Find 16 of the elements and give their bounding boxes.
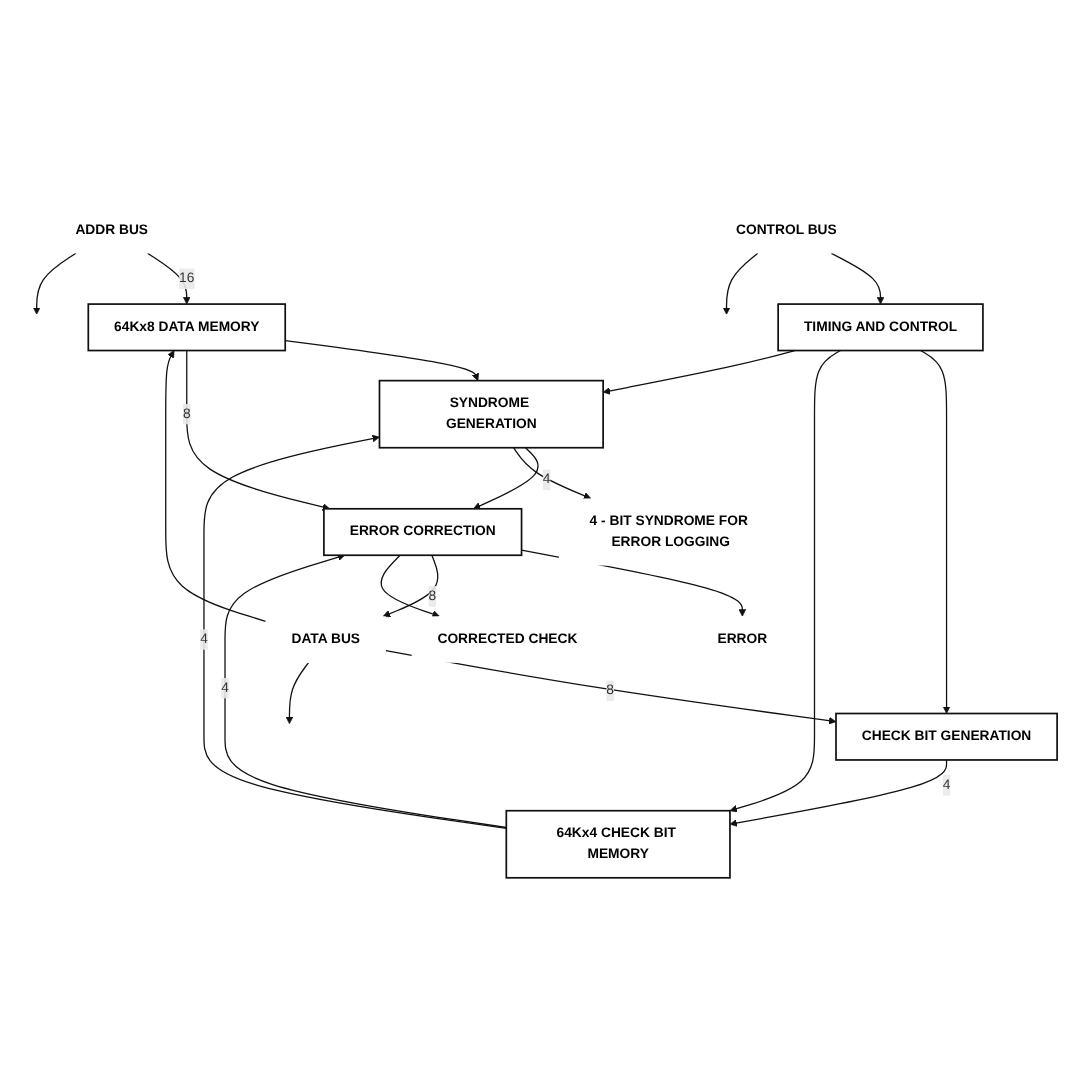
arrow — [285, 662, 310, 725]
arrow — [722, 253, 759, 316]
arrow — [284, 340, 479, 382]
arrow — [830, 253, 885, 306]
arrow — [32, 253, 77, 316]
arrow — [224, 554, 507, 829]
arrow — [203, 435, 507, 830]
arrow — [186, 350, 331, 512]
arrow — [385, 650, 837, 726]
arrow — [729, 759, 948, 828]
arrow — [729, 350, 842, 814]
arrow — [512, 447, 592, 500]
arrow — [473, 447, 539, 511]
arrow — [146, 253, 191, 306]
arrow — [919, 350, 951, 715]
arrow — [165, 350, 267, 623]
